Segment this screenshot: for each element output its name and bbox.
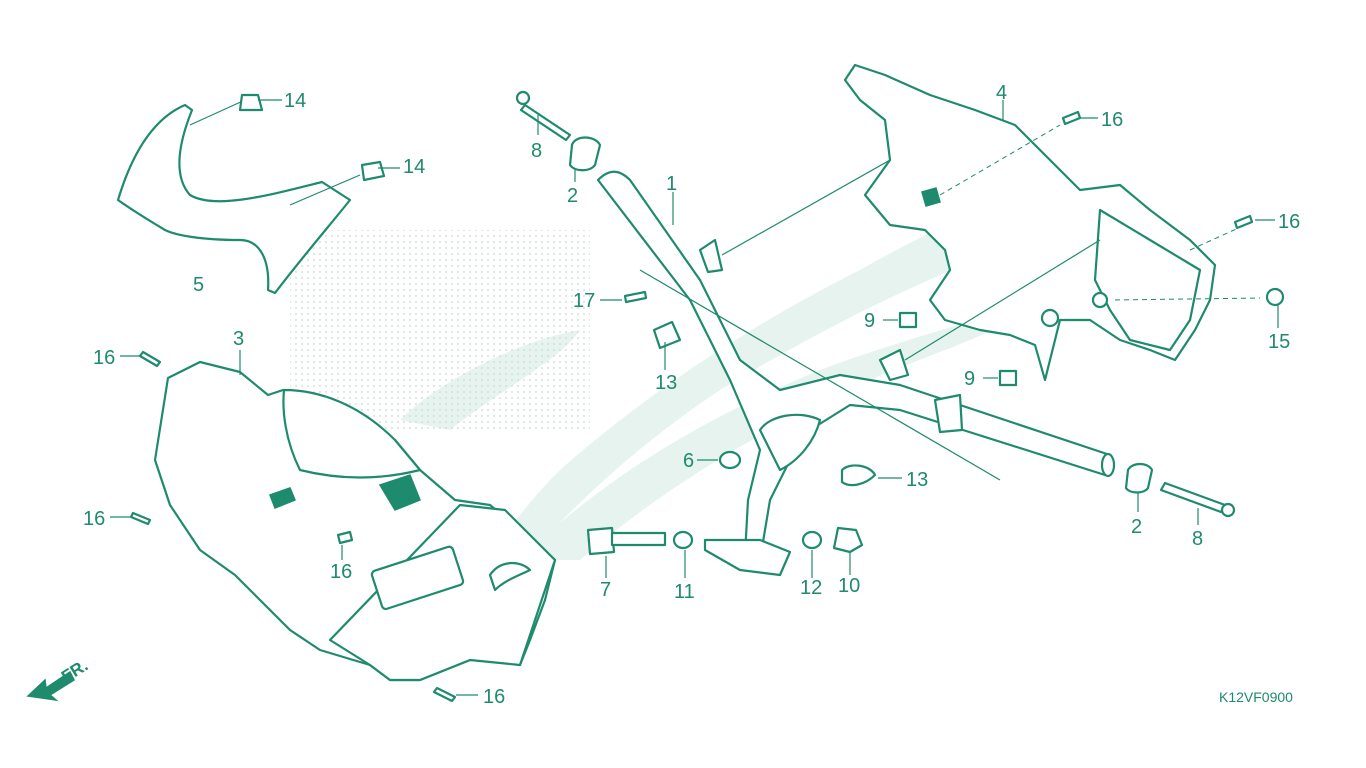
callout-labels: 1 2 2 3 4 5 6 7 8 8 9 9 10 11 12 13 13 1…: [83, 82, 1300, 708]
front-direction-arrow: FR.: [26, 656, 91, 702]
callout-14-b: 14: [403, 156, 425, 178]
callout-8-right: 8: [1192, 528, 1203, 550]
callout-16-f: 16: [1278, 211, 1300, 233]
part-17-screw: [623, 290, 648, 304]
callout-5: 5: [193, 274, 204, 296]
part-11-washer: [672, 530, 694, 550]
callout-16-d: 16: [483, 686, 505, 708]
callout-16-b: 16: [83, 508, 105, 530]
callout-1: 1: [666, 173, 677, 195]
part-3-front-cover: [153, 350, 557, 682]
part-5-upper-cover: [116, 99, 361, 295]
part-1-handlebar: [596, 159, 1116, 577]
part-7-bolt: [586, 526, 667, 556]
callout-6: 6: [683, 450, 694, 472]
part-16-screws: [129, 110, 1254, 703]
callout-16-c: 16: [330, 561, 352, 583]
part-8-bolt-right: [1159, 481, 1236, 518]
callout-9-b: 9: [964, 368, 975, 390]
callout-10: 10: [838, 575, 860, 597]
callout-2-top: 2: [567, 185, 578, 207]
drawing-code: K12VF0900: [1219, 689, 1293, 705]
part-2-weight-right: [1124, 462, 1154, 494]
leader-lines: [110, 99, 1279, 696]
part-12-washer: [801, 530, 823, 550]
callout-12: 12: [800, 577, 822, 599]
part-6-washer: [718, 450, 742, 470]
callout-8-top: 8: [531, 140, 542, 162]
callout-16-a: 16: [93, 347, 115, 369]
part-8-bolt-top: [515, 90, 572, 142]
callout-4: 4: [996, 82, 1007, 104]
callout-16-e: 16: [1101, 109, 1123, 131]
callout-13-b: 13: [906, 469, 928, 491]
callout-3: 3: [233, 328, 244, 350]
callout-11: 11: [674, 581, 695, 603]
part-2-weight-top: [568, 136, 602, 172]
callout-7: 7: [600, 579, 611, 601]
callout-14-a: 14: [284, 90, 306, 112]
callout-15: 15: [1268, 331, 1290, 353]
part-10-nut: [832, 526, 864, 554]
callout-17: 17: [573, 290, 595, 312]
part-15-grommet: [1265, 287, 1285, 307]
callout-2-right: 2: [1131, 516, 1142, 538]
part-9-clips: [898, 311, 1018, 387]
part-4-rear-cover: [843, 63, 1261, 382]
callout-13-a: 13: [655, 372, 677, 394]
part-14-clips: [238, 93, 386, 182]
dot-texture: [290, 230, 590, 430]
part-13-clamps: [652, 320, 877, 487]
callout-9-a: 9: [864, 310, 875, 332]
